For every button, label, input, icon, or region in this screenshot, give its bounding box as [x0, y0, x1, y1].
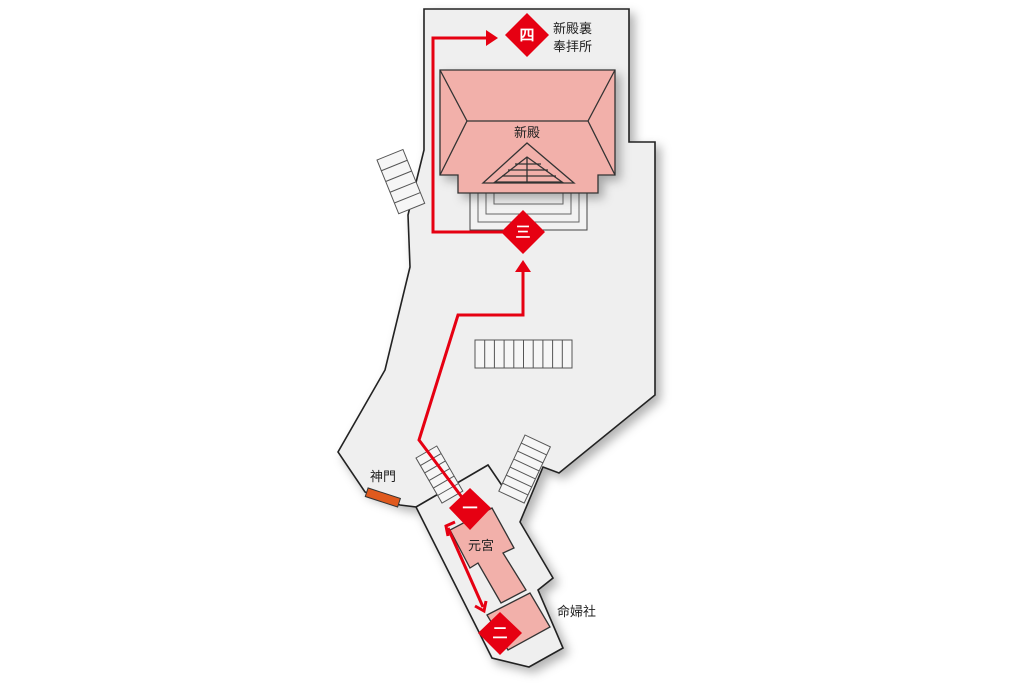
marker-2[interactable]: 二 — [478, 612, 522, 655]
svg-text:四: 四 — [519, 26, 534, 44]
marker-4[interactable]: 四 — [505, 13, 549, 57]
svg-text:一: 一 — [462, 499, 477, 517]
shinden-roof-lines — [439, 69, 616, 184]
label-shinden: 新殿 — [514, 125, 540, 141]
label-myobusha: 命婦社 — [557, 604, 596, 620]
label-shinmon: 神門 — [370, 470, 396, 485]
label-shinden-ura-line2: 奉拝所 — [553, 40, 592, 55]
marker-3[interactable]: 三 — [501, 210, 545, 254]
motomiya-building — [449, 507, 527, 604]
svg-text:三: 三 — [515, 223, 530, 241]
stairs-northwest — [376, 148, 426, 215]
route-path — [417, 30, 531, 614]
shinden-building — [439, 69, 616, 194]
marker-1[interactable]: 一 — [449, 488, 491, 530]
stairs-lower-right — [498, 434, 552, 504]
svg-text:二: 二 — [492, 624, 507, 642]
label-shinden-ura-line1: 新殿裏 — [553, 21, 592, 37]
stairs-center — [474, 339, 573, 369]
shinmon-gate — [364, 487, 402, 508]
label-motomiya: 元宮 — [468, 538, 494, 554]
